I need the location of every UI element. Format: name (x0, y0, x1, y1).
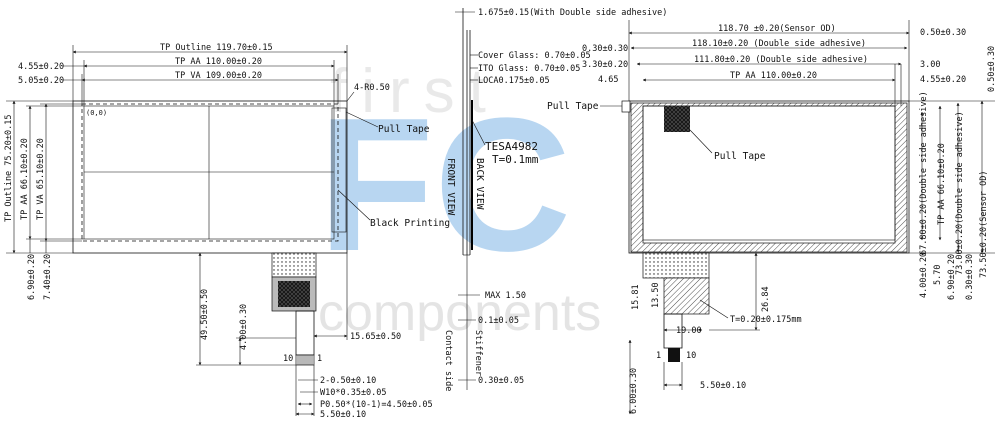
contact-side-label: Contact side (443, 330, 453, 391)
black-printing-label: Black Printing (370, 218, 450, 229)
left-offset-1: 0.30±0.30 (582, 44, 628, 54)
tp-outline-width: TP Outline 119.70±0.15 (160, 43, 273, 53)
tp-aa-width: TP AA 110.00±0.20 (175, 57, 262, 67)
tp-aa-height: TP AA 66.10±0.20 (20, 138, 30, 220)
dim-13-50: 13.50 (651, 282, 661, 308)
right-offset-1: 0.50±0.30 (920, 28, 966, 38)
pin-pitch: P0.50*(10-1)=4.50±0.05 (320, 400, 433, 410)
max-thickness: MAX 1.50 (485, 291, 526, 301)
pull-tape-label: Pull Tape (378, 124, 430, 135)
back-tp-aa-height: TP AA 66.10±0.20 (937, 143, 947, 225)
adhesive-inner-height: 67.80±0.20(Double side adhesive) (919, 91, 929, 255)
pin-width: W10*0.35±0.05 (320, 388, 387, 398)
pad-width: 5.50±0.10 (320, 410, 366, 420)
side-view: 1.675±0.15(With Double side adhesive) Co… (443, 8, 667, 391)
right-offset-3: 4.55±0.20 (920, 75, 966, 85)
fpc-stiffener-dotted (271, 252, 317, 278)
dim-26-84: 26.84 (761, 286, 771, 312)
left-aa-offset: 4.55±0.20 (18, 62, 64, 72)
total-thickness: 1.675±0.15(With Double side adhesive) (478, 8, 667, 18)
dim-19-00: 19.00 (676, 326, 702, 336)
tp-outline-height: TP Outline 75.20±0.15 (4, 115, 14, 222)
tp-va-height: TP VA 65.10±0.20 (36, 138, 46, 220)
fpc-pins (297, 355, 313, 365)
front-view-label: FRONT VIEW (445, 158, 456, 215)
left-offset-2: 3.30±0.20 (582, 60, 628, 70)
left-va-offset: 5.05±0.20 (18, 76, 64, 86)
right-offset-2: 3.00 (920, 60, 940, 70)
back-tp-aa-width: TP AA 110.00±0.20 (730, 71, 817, 81)
tp-va-width: TP VA 109.00±0.20 (175, 71, 262, 81)
corner-radius: 4-R0.50 (354, 83, 390, 93)
loca: LOCA0.175±0.05 (478, 76, 550, 86)
back-pin1-label: 1 (656, 351, 661, 361)
back-tp-aa (642, 105, 896, 241)
back-fpc-dotted (642, 252, 710, 279)
back-view-label: BACK VIEW (474, 158, 485, 210)
back-view: Pull Tape Pull Tape 118.70 ±0.20(Sensor … (547, 20, 997, 415)
watermark: first FC components (318, 57, 601, 342)
watermark-components: components (318, 284, 601, 342)
fpc-contact (295, 354, 315, 366)
pin1-label: 1 (317, 354, 322, 364)
adhesive-width: 118.10±0.20 (Double side adhesive) (692, 39, 866, 49)
pull-tape (331, 107, 347, 233)
ito-glass: ITO Glass: 0.70±0.05 (478, 64, 580, 74)
fpc-thickness: 0.1±0.05 (478, 316, 519, 326)
sensor-od (628, 100, 910, 254)
stiffener-thickness: 0.30±0.05 (478, 376, 524, 386)
adhesive-inner-width: 111.80±0.20 (Double side adhesive) (694, 55, 868, 65)
hole-spec: 2-0.50±0.10 (320, 376, 376, 386)
bottom-aa-offset: 6.90±0.20 (27, 254, 37, 300)
sensor-od-width: 118.70 ±0.20(Sensor OD) (718, 24, 836, 34)
top-right-offset: 0.50±0.30 (987, 46, 997, 92)
bottom-offset-3: 6.90±0.20 (947, 254, 957, 300)
bottom-va-offset: 7.40±0.20 (43, 254, 53, 300)
back-pin10-label: 10 (686, 351, 696, 361)
cover-glass: Cover Glass: 0.70±0.05 (478, 51, 591, 61)
tp-outline (72, 100, 348, 254)
fpc-offset: 15.65±0.50 (350, 332, 401, 342)
adhesive-height: 73.00±0.20(Double side adhesive) (955, 111, 965, 275)
pull-tape-left-label: Pull Tape (547, 101, 599, 112)
fpc-stiffener-len: 4.00±0.30 (239, 304, 249, 350)
pull-tape-block (664, 106, 690, 132)
tape-thickness: T=0.20±0.175mm (730, 315, 802, 325)
watermark-first: first (330, 57, 500, 126)
back-pad-height: 6.00±0.30 (629, 368, 639, 414)
pull-tape-back-label: Pull Tape (714, 151, 766, 162)
bottom-offset-1: 4.00±0.20 (919, 252, 929, 298)
origin-label: (0,0) (86, 109, 107, 117)
back-pad-width: 5.50±0.10 (700, 381, 746, 391)
fpc-tail (295, 310, 315, 356)
front-view: (0,0) TP Outline 119.70±0.15 TP AA 110.0… (4, 43, 450, 420)
tp-va-area (81, 103, 339, 242)
back-fpc-contact (668, 348, 680, 362)
left-offset-3: 4.65 (598, 75, 618, 85)
fpc-length: 49.50±0.50 (200, 289, 210, 340)
tesa-thickness: T=0.1mm (492, 153, 539, 166)
bottom-offset-2: 5.70 (933, 265, 943, 285)
stiffener-label: Stiffener (473, 330, 483, 376)
tesa-label: TESA4982 (485, 140, 538, 153)
sensor-od-height: 73.50±0.20(Sensor OD) (979, 171, 989, 278)
watermark-fc: FC (318, 79, 571, 291)
dim-15-81: 15.81 (631, 284, 641, 310)
pin10-label: 10 (283, 354, 293, 364)
bottom-offset-4: 0.30±0.30 (965, 254, 975, 300)
back-fpc-stiffener (663, 277, 710, 315)
